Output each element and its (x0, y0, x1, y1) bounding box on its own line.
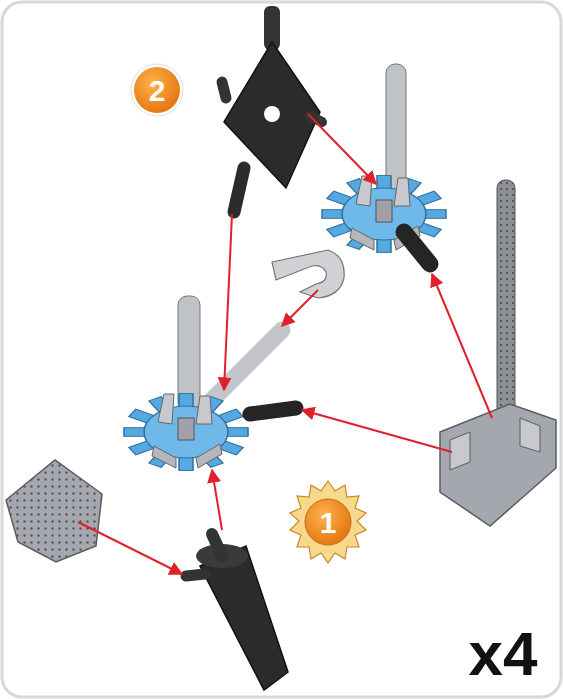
quantity-label: x4 (469, 623, 538, 685)
step-sunburst (290, 481, 366, 563)
connector-assembly-top (322, 64, 446, 264)
callout-number: 1 (320, 508, 337, 538)
corner-piece (6, 460, 102, 562)
black-connector (186, 534, 288, 690)
step-badge (131, 64, 183, 116)
connector-assembly-middle (124, 296, 296, 470)
black-plate (222, 6, 322, 212)
bracket-base (440, 404, 556, 526)
long-rod (497, 180, 515, 418)
assembly-arrow (78, 114, 492, 574)
callout-number: 2 (149, 76, 166, 106)
clip-piece (272, 250, 344, 298)
